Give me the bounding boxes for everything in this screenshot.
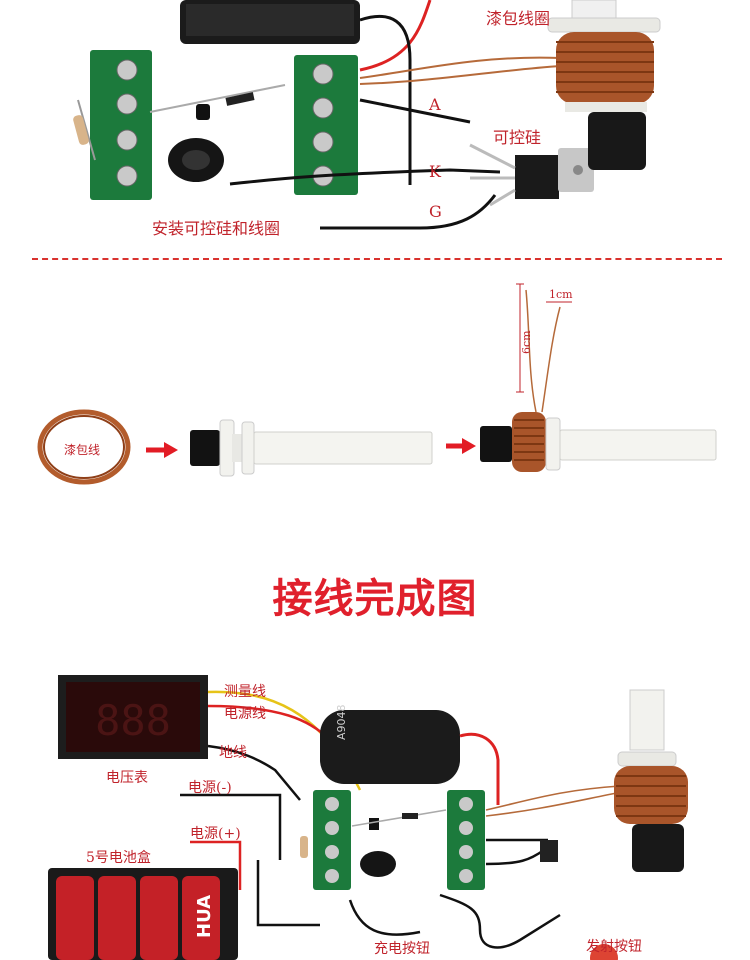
battery-box: HUA [48,868,238,960]
bare-tube [190,419,433,477]
label-battery-box: 5号电池盒 [86,849,151,866]
fire-button-component [540,840,618,960]
capacitor: A9048 [320,704,500,805]
label-scr: 可控硅 [493,128,541,147]
label-enamel-wire: 漆包线 [64,443,100,457]
top-assembly-photo: 漆包线圈 A 可控硅 K G 安装可控硅和线圈 [0,0,750,255]
page-headline: 接线完成图 [272,576,478,622]
battery-brand-text: HUA [194,895,215,938]
left-terminal-block [313,790,351,890]
inductor [168,138,224,182]
coil-steps-illustration: 漆包线 6cm 1cm [0,262,750,562]
coil-assembly [614,689,688,872]
diode [149,84,286,113]
label-measure-wire: 测量线 [224,684,266,700]
right-terminal-block [294,55,358,195]
label-install-instruction: 安装可控硅和线圈 [152,219,280,238]
label-ground-wire: 地线 [219,745,247,761]
transistor-small [369,818,379,830]
label-cathode: K [429,162,442,181]
enamel-wire-ring [37,409,131,485]
wiring-complete-photo: 888 电压表 A9048 [0,560,750,960]
label-charge-button: 充电按钮 [374,941,430,957]
voltmeter-display: 888 [95,696,171,745]
capacitor-marking: A9048 [335,704,348,740]
resistor [73,99,96,161]
lead-wires [516,283,572,413]
wound-tube [480,412,717,472]
label-fire-button: 发射按钮 [586,939,642,955]
diode-small [351,809,447,827]
transistor [196,104,210,120]
label-anode: A [428,95,441,114]
capacitor-top [180,0,360,44]
label-gate: G [429,202,442,221]
circuit-wires [348,785,623,949]
wires [229,0,561,230]
label-length-6cm: 6cm [520,330,533,354]
left-terminal-block [90,50,152,200]
coil-assembly [547,0,661,170]
label-length-1cm: 1cm [549,288,573,301]
right-terminal-block [447,790,485,890]
resistor-small [300,836,308,858]
label-enamel-coil: 漆包线圈 [486,9,550,28]
arrow-right-icon-2 [446,438,476,454]
scr-thyristor [469,143,594,207]
label-power-negative: 电源(-) [188,780,232,796]
arrow-right-icon [146,442,178,458]
label-power-wire: 电源线 [224,706,266,722]
label-power-positive: 电源(+) [190,826,241,842]
label-voltmeter: 电压表 [106,770,148,786]
section-divider [32,258,722,260]
inductor-small [360,851,396,877]
voltmeter: 888 [58,675,208,759]
